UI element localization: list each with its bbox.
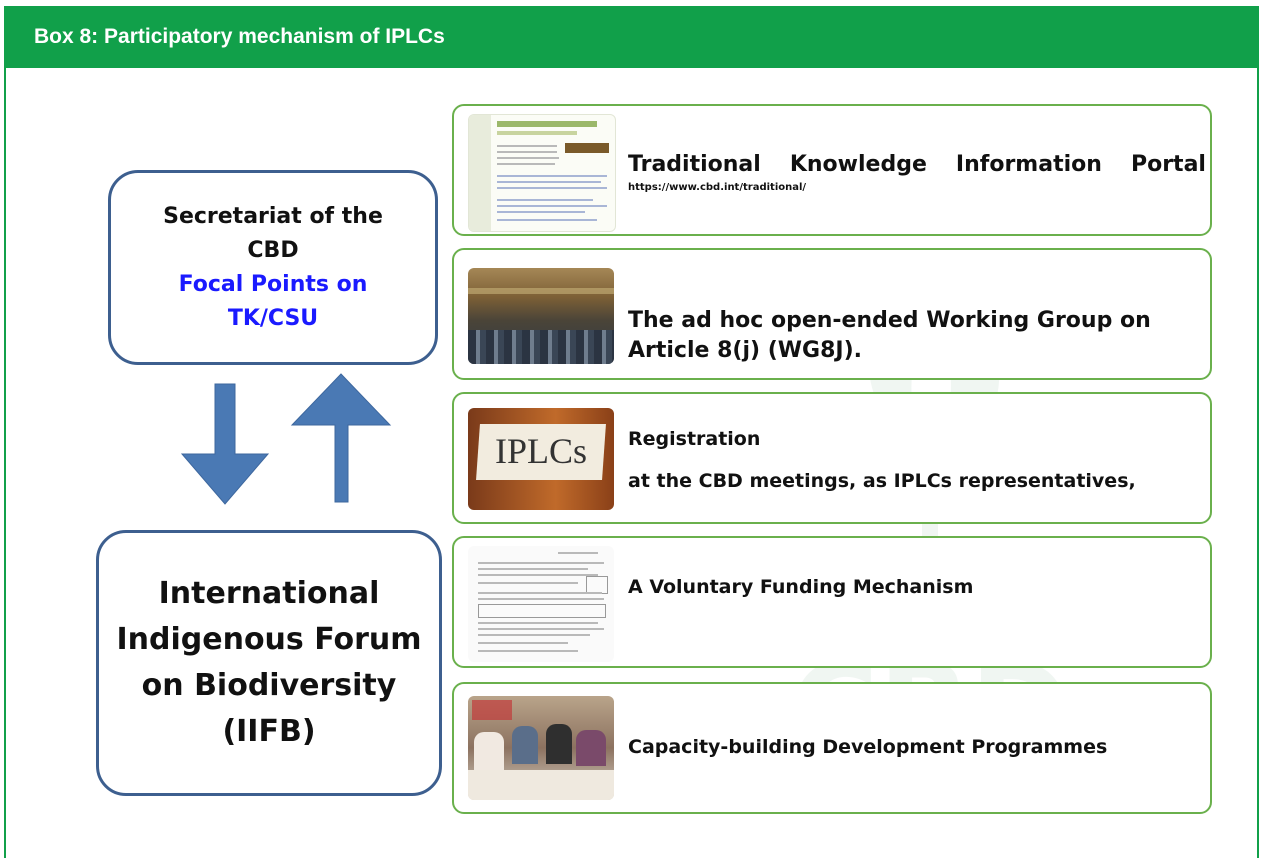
iifb-box: International Indigenous Forum on Biodiv…: [96, 530, 442, 796]
portal-title-word1: Traditional: [628, 152, 761, 177]
iifb-line4: (IIFB): [222, 714, 316, 749]
portal-title: Traditional Knowledge Information Portal: [628, 152, 1206, 177]
meeting-room-photo: [468, 268, 614, 364]
secretariat-cbd-box: Secretariat of the CBD Focal Points on T…: [108, 170, 438, 365]
wg8j-title: The ad hoc open-ended Working Group on A…: [628, 306, 1151, 366]
workshop-photo: [468, 696, 614, 800]
secretariat-line1: Secretariat of the: [163, 203, 383, 229]
up-arrow-icon: [290, 373, 392, 503]
iplcs-sign-text: IPLCs: [494, 431, 588, 471]
portal-title-word4: Portal: [1130, 152, 1206, 177]
funding-label: A Voluntary Funding Mechanism: [628, 576, 974, 598]
focal-points-line1: Focal Points on: [178, 271, 368, 297]
registration-detail: at the CBD meetings, as IPLCs representa…: [628, 470, 1136, 492]
iplcs-name-sign-photo: IPLCs: [468, 408, 614, 510]
wg8j-line2: Article 8(j) (WG8J).: [628, 338, 862, 363]
funding-box: A Voluntary Funding Mechanism: [452, 536, 1212, 668]
wg8j-line1: The ad hoc open-ended Working Group on: [628, 308, 1151, 333]
funding-form-thumbnail: [468, 546, 614, 662]
secretariat-line2: CBD: [247, 237, 299, 263]
iifb-line1: International: [158, 576, 380, 611]
iifb-line3: on Biodiversity: [141, 668, 397, 703]
iifb-line2: Indigenous Forum: [116, 622, 422, 657]
portal-screenshot-thumbnail: [468, 114, 616, 232]
portal-box: Traditional Knowledge Information Portal…: [452, 104, 1212, 236]
capacity-label: Capacity-building Development Programmes: [628, 736, 1108, 758]
down-arrow-icon: [180, 383, 270, 505]
registration-title: Registration: [628, 428, 761, 450]
focal-points-line2: TK/CSU: [227, 305, 319, 331]
portal-title-word2: Knowledge: [789, 152, 927, 177]
box-header: Box 8: Participatory mechanism of IPLCs: [4, 6, 1259, 68]
portal-title-word3: Information: [955, 152, 1102, 177]
box-title: Box 8: Participatory mechanism of IPLCs: [34, 25, 445, 48]
wg8j-box: The ad hoc open-ended Working Group on A…: [452, 248, 1212, 380]
capacity-box: Capacity-building Development Programmes: [452, 682, 1212, 814]
portal-url: https://www.cbd.int/traditional/: [628, 182, 807, 193]
arrows-group: [180, 373, 392, 505]
registration-box: IPLCs Registration at the CBD meetings, …: [452, 392, 1212, 524]
